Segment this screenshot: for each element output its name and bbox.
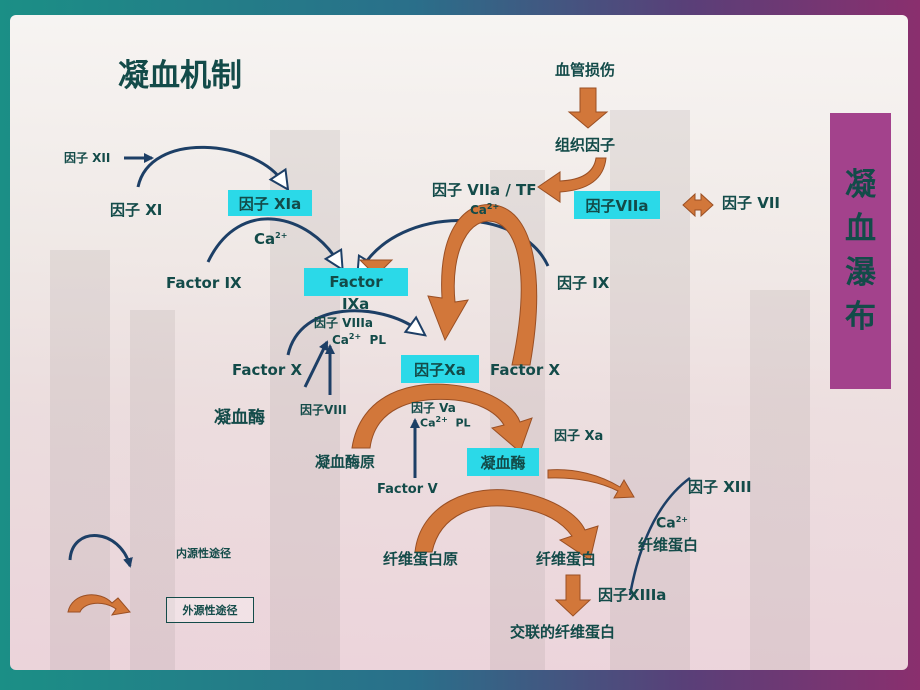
- arrow-tf-viia: [537, 157, 607, 203]
- node-factor-viia-box: 因子VIIa: [574, 191, 660, 219]
- node-factor-xia-box: 因子 XIa: [228, 190, 312, 216]
- node-factor-viii: 因子VIII: [300, 403, 347, 417]
- node-factor-xi: 因子 XI: [110, 201, 163, 219]
- arrow-thrombin-xiii: [547, 469, 635, 499]
- node-factor-xii: 因子 XII: [64, 151, 111, 165]
- node-vessel-injury: 血管损伤: [555, 61, 616, 79]
- node-viia-tf: 因子 VIIa / TF: [432, 181, 537, 199]
- side-label-char: 布: [845, 299, 876, 335]
- arrow-injury-tf: [567, 87, 609, 129]
- node-ca-1: Ca2+: [254, 230, 288, 248]
- arrow-thrombin-viii: [303, 340, 329, 388]
- node-factor-va: 因子 Va: [411, 401, 456, 415]
- node-factor-xiii: 因子 XIII: [688, 478, 752, 496]
- arrow-vii-double: [682, 192, 714, 218]
- arc-ix-ixa: [206, 217, 338, 262]
- arc-xiii: [628, 476, 691, 596]
- arc-x-xa: [286, 309, 418, 356]
- legend-extrinsic-label: 外源性途径: [166, 597, 254, 623]
- node-fibrinogen: 纤维蛋白原: [383, 550, 459, 568]
- node-fibrin: 纤维蛋白: [536, 550, 597, 568]
- side-label-char: 瀑: [845, 255, 876, 291]
- node-factor-x-left: Factor X: [232, 361, 303, 379]
- node-factor-xa-small: 因子 Xa: [554, 429, 604, 444]
- node-thrombin-left: 凝血酶: [214, 408, 265, 428]
- node-ca-pl-2: Ca2+ PL: [420, 415, 471, 430]
- node-factor-viiia: 因子 VIIIa: [314, 316, 373, 330]
- node-tissue-factor: 组织因子: [555, 136, 616, 154]
- node-factor-vii: 因子 VII: [722, 194, 780, 212]
- skyline-building: [130, 310, 175, 670]
- node-fibrin-label-right: 纤维蛋白: [638, 536, 699, 554]
- node-factor-ix-right: 因子 IX: [557, 274, 610, 292]
- legend-intrinsic-symbol: [68, 534, 133, 568]
- arrow-viia-xa-loop: [427, 203, 538, 366]
- node-factor-xa-box: 因子Xa: [401, 355, 479, 383]
- node-ca-2: Ca2+: [470, 202, 500, 217]
- page-title: 凝血机制: [118, 58, 242, 94]
- node-factor-v: Factor V: [377, 482, 438, 497]
- legend-extrinsic-symbol: [67, 594, 131, 616]
- node-ca-pl-1: Ca2+ PL: [332, 332, 386, 347]
- node-factor-ixa-tail: IXa: [342, 295, 370, 313]
- node-thrombin-box: 凝血酶: [467, 448, 539, 476]
- node-prothrombin: 凝血酶原: [315, 453, 376, 471]
- node-factor-ixa-box: Factor: [304, 268, 408, 296]
- legend-intrinsic-label: 内源性途径: [176, 547, 231, 560]
- arc-fibrinogen-fibrin: [414, 489, 599, 561]
- arrow-fibrin-crosslinked: [554, 574, 592, 617]
- skyline-building: [750, 290, 810, 670]
- node-crosslinked-fibrin: 交联的纤维蛋白: [510, 623, 616, 641]
- node-factor-x-right: Factor X: [490, 361, 561, 379]
- node-factor-xiiia: 因子XIIIa: [598, 586, 667, 604]
- side-label-char: 凝: [845, 167, 876, 203]
- side-label-panel: 凝 血 瀑 布: [830, 113, 891, 389]
- node-factor-ix-left: Factor IX: [166, 274, 242, 292]
- arc-xii-xi: [136, 145, 283, 187]
- arc-prothrombin-thrombin: [351, 383, 533, 453]
- node-ca-3: Ca2+: [656, 515, 689, 532]
- slide-canvas: [10, 15, 908, 670]
- side-label-char: 血: [845, 211, 876, 247]
